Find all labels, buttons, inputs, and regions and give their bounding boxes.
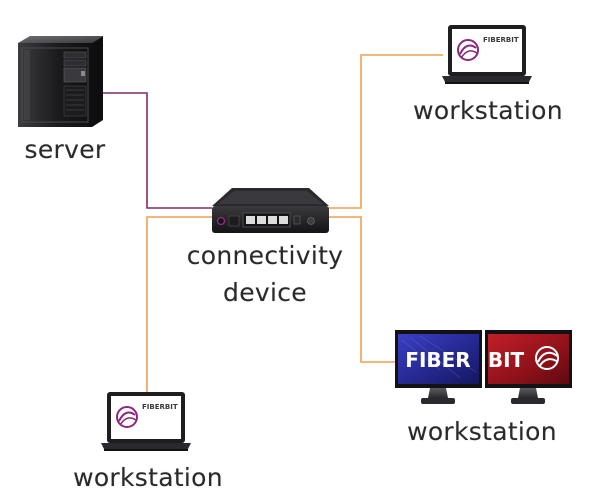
fiberbit-swirl-icon	[535, 346, 559, 370]
workstation-bottom-label: workstation	[73, 463, 223, 492]
workstation-top-label: workstation	[413, 96, 563, 125]
server-label: server	[24, 135, 106, 164]
ethernet-ports	[242, 212, 291, 228]
fiberbit-logo-icon	[457, 39, 479, 61]
laptop-top-icon: FIBERBIT	[442, 25, 532, 84]
workstation-dual-label: workstation	[407, 417, 557, 446]
device-label: device	[223, 278, 307, 307]
top-workstation-link	[325, 54, 443, 209]
dual-workstation-link	[325, 216, 395, 363]
laptop-bottom-brand: FIBERBIT	[142, 403, 178, 411]
connectivity-label: connectivity	[186, 241, 344, 270]
monitor-right-brand: BIT	[488, 348, 525, 372]
laptop-bottom-icon: FIBERBIT	[101, 392, 191, 451]
server-tower-icon	[18, 36, 103, 127]
monitor-left-brand: FIBER	[405, 348, 470, 372]
dual-monitor-icon: FIBER BIT	[395, 330, 572, 404]
router-icon	[212, 188, 329, 233]
power-led	[216, 216, 226, 226]
server-link	[103, 92, 212, 209]
laptop-top-brand: FIBERBIT	[483, 36, 519, 44]
fiberbit-logo-icon	[116, 406, 138, 428]
